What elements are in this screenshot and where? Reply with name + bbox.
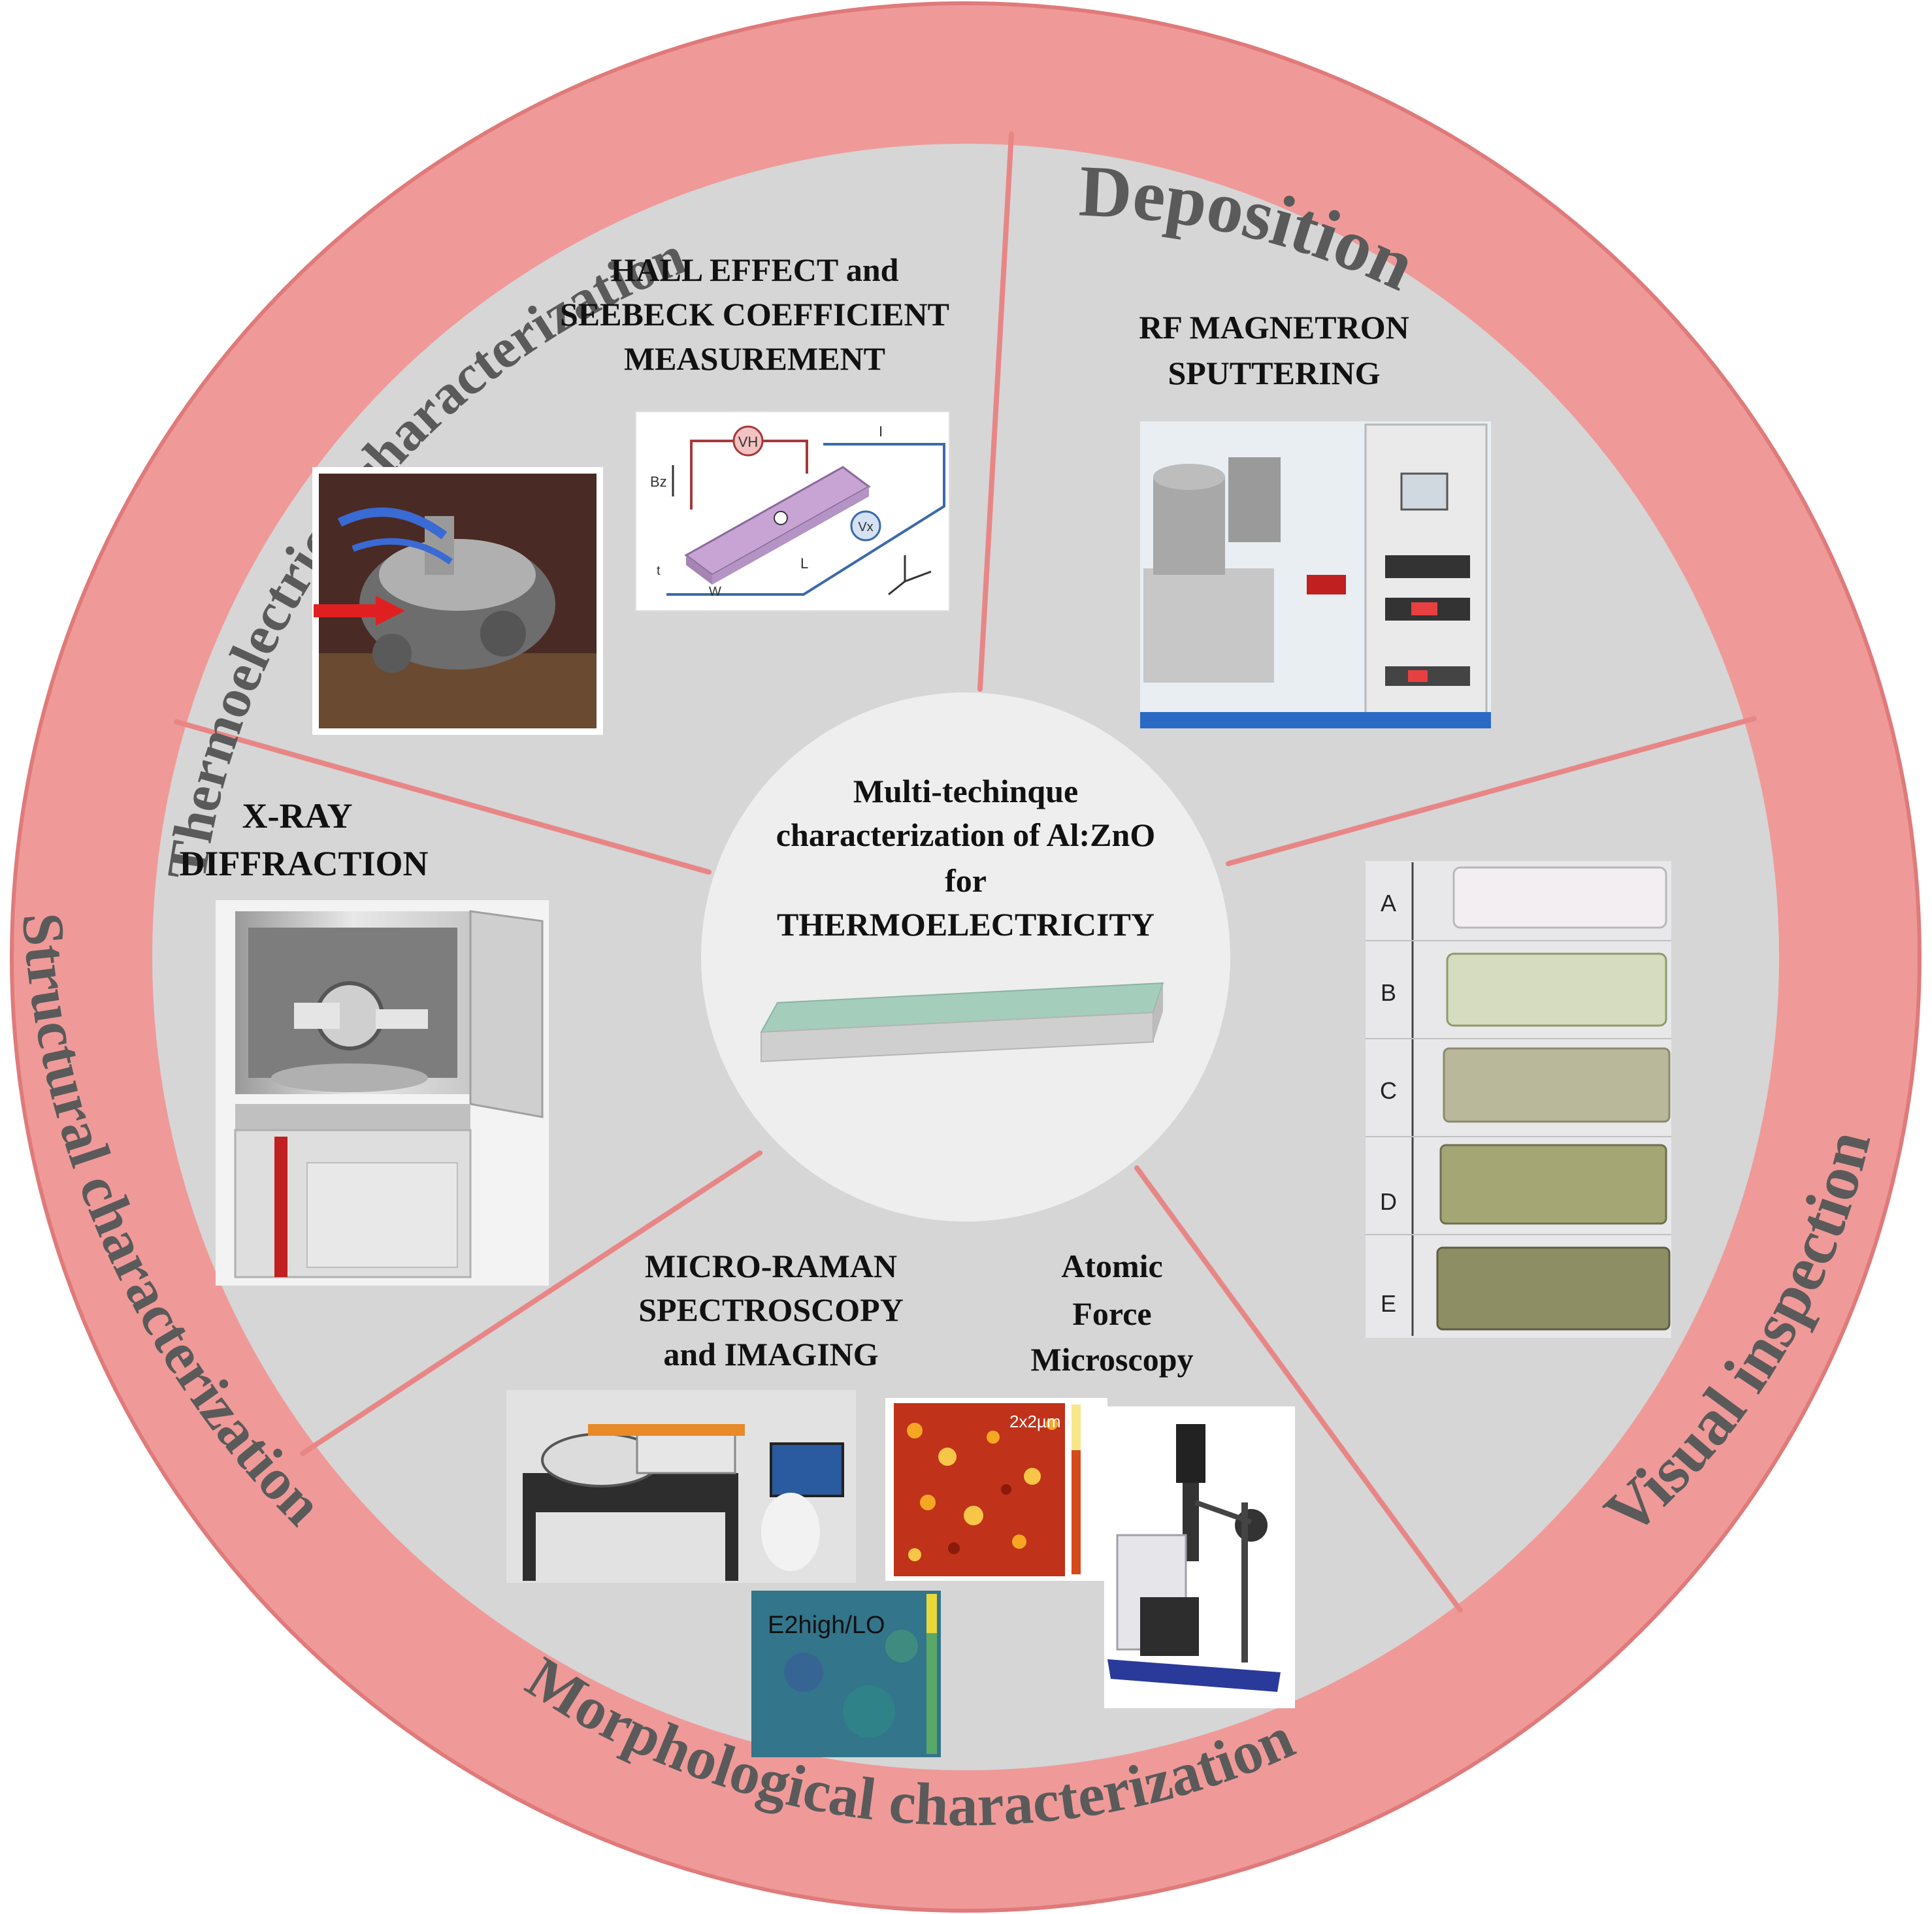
center-title-line2: characterization of Al:ZnO (776, 817, 1155, 853)
center-title-line4: THERMOELECTRICITY (777, 906, 1154, 943)
rf-title-line1: RF MAGNETRON (1139, 309, 1409, 346)
xrd-diffractometer-photo (216, 900, 549, 1286)
sample-slide-e (1436, 1246, 1671, 1331)
hall-bz-label: Bz (650, 474, 667, 490)
sector-dividers (174, 131, 1757, 1613)
sample-label-c: C (1380, 1077, 1397, 1104)
divider-visual-morpho (1134, 1165, 1463, 1613)
rf-title-line2: SPUTTERING (1168, 355, 1380, 391)
divider-deposition-visual (1226, 716, 1757, 866)
hall-effect-schematic: VH Vx I Bz L W t (635, 411, 950, 611)
afm-title-line1: Atomic (1061, 1248, 1163, 1284)
center-title: Multi-techinque characterization of Al:Z… (776, 773, 1155, 943)
hall-thickness-label: t (657, 564, 661, 578)
afm-instrument-photo (1104, 1406, 1295, 1708)
section-xrd: X-RAY DIFFRACTION (179, 796, 549, 1286)
section-rf-sputtering: RF MAGNETRON SPUTTERING (1139, 309, 1491, 728)
section-micro-raman: MICRO-RAMAN SPECTROSCOPY and IMAGING E2h… (506, 1248, 941, 1757)
raman-lab-photo (506, 1390, 856, 1583)
hall-title-line2: SEEBECK COEFFICIENT (560, 296, 949, 333)
xrd-title-line1: X-RAY (242, 796, 352, 835)
afm-title-line3: Microscopy (1030, 1341, 1193, 1378)
sample-label-e: E (1381, 1290, 1396, 1317)
raman-map-image: E2high/LO (751, 1591, 941, 1757)
center-disc (701, 692, 1230, 1222)
divider-structural-thermo (174, 719, 712, 875)
hall-width-label: W (709, 585, 721, 599)
section-hall-seebeck: HALL EFFECT and SEEBECK COEFFICIENT MEAS… (312, 251, 950, 735)
sputtering-system-photo (1140, 421, 1491, 728)
divider-thermo-deposition (977, 131, 1014, 692)
raman-title-line2: SPECTROSCOPY (638, 1291, 904, 1328)
center-title-line1: Multi-techinque (853, 773, 1078, 809)
raman-title-line3: and IMAGING (663, 1336, 878, 1372)
divider-morpho-structural (300, 1150, 762, 1456)
hall-vx-label: Vx (858, 520, 873, 534)
raman-map-label: E2high/LO (768, 1612, 885, 1639)
sample-slide-a (1452, 866, 1667, 929)
hall-title-line3: MEASUREMENT (624, 340, 885, 377)
section-afm: Atomic Force Microscopy 2x2µm (885, 1248, 1295, 1708)
raman-title-line1: MICRO-RAMAN (645, 1248, 897, 1284)
hall-voltage-label: VH (738, 434, 759, 450)
xrd-title-line2: DIFFRACTION (179, 844, 428, 883)
thin-film-sample-icon (760, 982, 1164, 1063)
sample-slide-d (1439, 1144, 1667, 1225)
sample-label-a: A (1381, 890, 1396, 916)
hall-title-line1: HALL EFFECT and (611, 251, 899, 288)
afm-title-line2: Force (1072, 1295, 1151, 1332)
afm-scan-size-label: 2x2µm (1009, 1412, 1061, 1431)
sample-label-b: B (1381, 979, 1396, 1006)
sample-slide-c (1443, 1047, 1671, 1123)
hall-current-label: I (879, 423, 883, 440)
sample-label-d: D (1380, 1188, 1397, 1215)
sample-slide-b (1446, 952, 1667, 1027)
center-title-line3: for (945, 862, 987, 899)
hall-setup-photo (312, 467, 603, 735)
afm-topography-map: 2x2µm (885, 1398, 1107, 1581)
section-visual-inspection: A B C D E (1366, 861, 1671, 1338)
hall-length-label: L (800, 555, 808, 572)
